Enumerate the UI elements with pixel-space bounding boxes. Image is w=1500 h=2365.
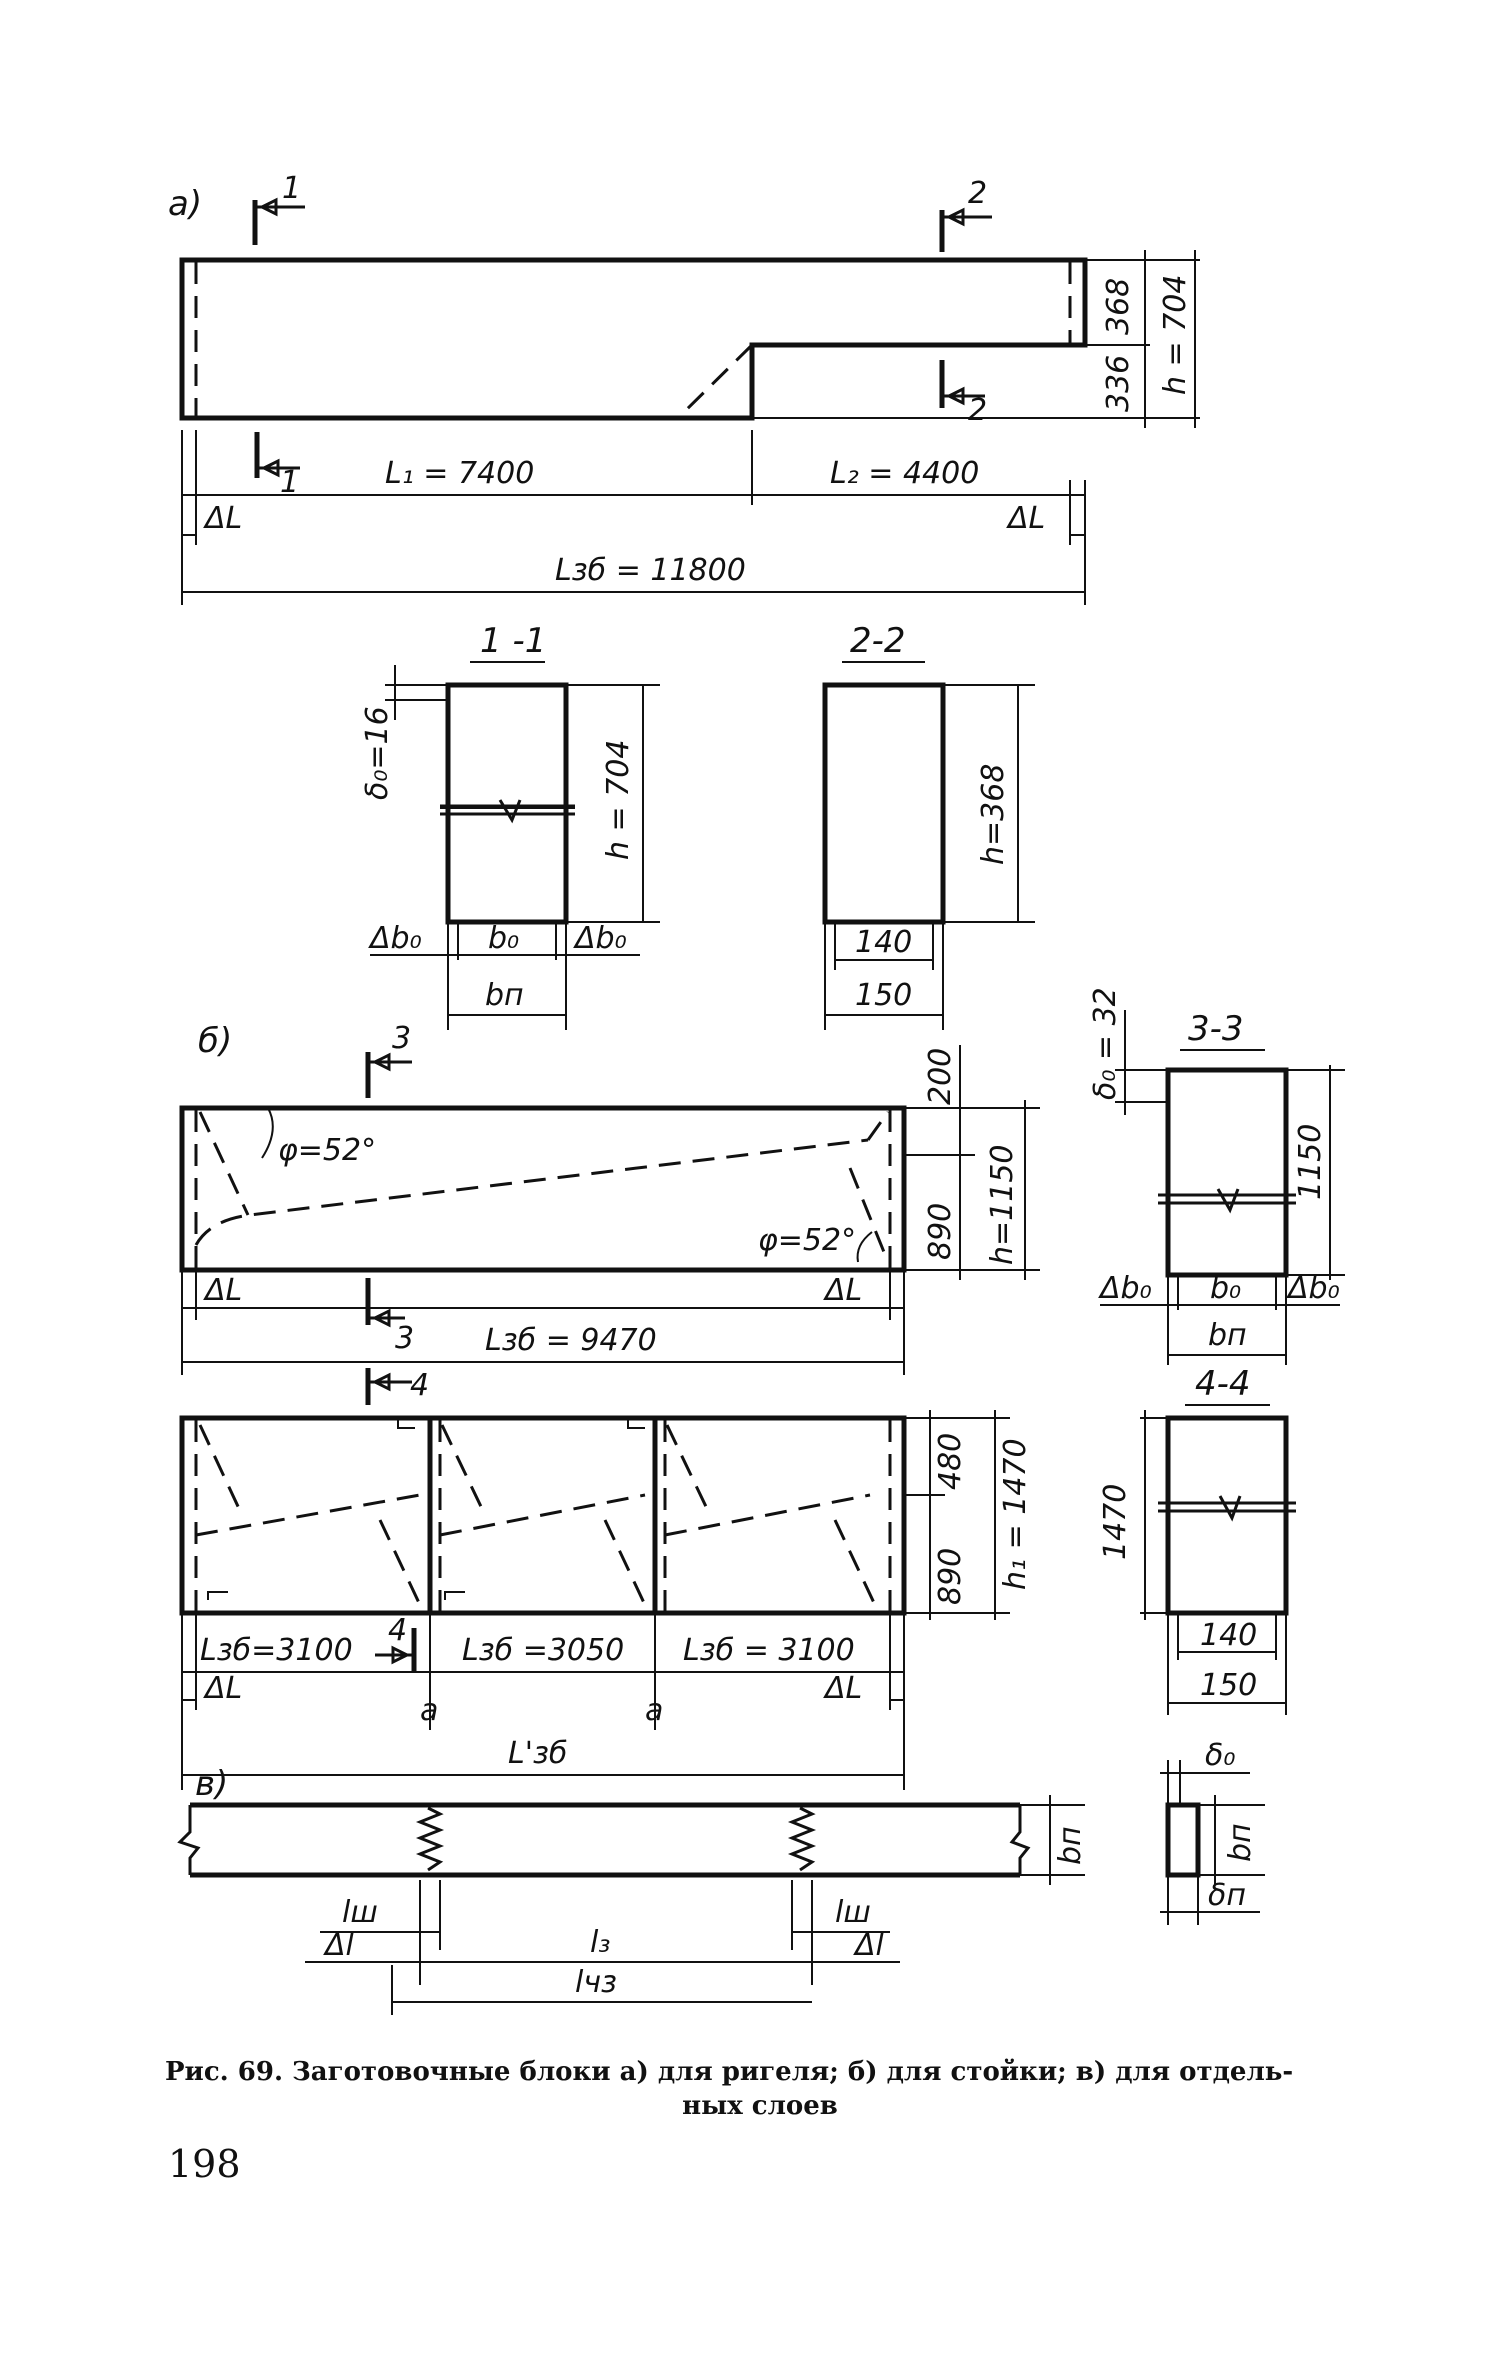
section-2-2-w150: 150	[855, 978, 912, 1013]
section-2-2-title: 2-2	[850, 621, 906, 661]
section-3-3-b0: b₀	[1210, 1271, 1241, 1306]
section-mark-2-top: 2	[968, 176, 987, 211]
panel-v-label: в)	[195, 1764, 228, 1804]
phi-bottom: φ=52°	[758, 1223, 856, 1258]
section-2-2: 2-2 h=368 140 150	[822, 621, 1035, 1030]
panel-b-label: б)	[198, 1021, 232, 1061]
panel-v-bp: bп	[1053, 1826, 1088, 1865]
section-3-3-delta0: δ₀ = 32	[1088, 987, 1123, 1100]
dim-L2: L₂ = 4400	[830, 456, 979, 491]
panel-v-l3: l₃	[590, 1925, 610, 1960]
panel-b-column-blank: б) 3 φ=52° φ=52° 200 890 h=1150 ΔL ΔL	[179, 1021, 1040, 1375]
dim-Lzb-9470: Lзб = 9470	[485, 1323, 657, 1358]
dim-h-1150: h=1150	[985, 1145, 1020, 1266]
section-2-2-w140: 140	[855, 925, 912, 960]
section-2-2-h: h=368	[976, 764, 1011, 865]
section-4-4: 4-4 1470 140 150	[1098, 1364, 1296, 1715]
phi-top: φ=52°	[278, 1133, 376, 1168]
joint-a-right: а	[645, 1693, 663, 1728]
section-3-3-db0-left: Δb₀	[1098, 1271, 1152, 1306]
dim-200: 200	[923, 1048, 958, 1105]
dim-h1-1470: h₁ = 1470	[998, 1438, 1033, 1590]
section-3-3-bp: bп	[1208, 1318, 1247, 1353]
column-outline	[179, 1105, 907, 1273]
section-3-3: 3-3 δ₀ = 32 1150 Δb₀ b₀ Δb₀ bп	[1088, 987, 1345, 1365]
finger-joint-right	[787, 1806, 817, 1872]
dim-Lzb-11800: Lзб = 11800	[555, 553, 746, 588]
section-3-3-wood	[1165, 1067, 1289, 1278]
dim-Lzb-prime: L'зб	[508, 1736, 567, 1771]
section-1-1-db0-left: Δb₀	[368, 921, 422, 956]
section-1-1-db0-right: Δb₀	[573, 921, 627, 956]
panel-a-label: а)	[168, 184, 202, 224]
section-mark-1-bottom: 1	[280, 465, 299, 500]
caption-line-2: ных слоев	[682, 2091, 838, 2121]
seg-Lzb-3100-right: Lзб = 3100	[683, 1633, 855, 1668]
section-4-4-w140: 140	[1200, 1618, 1257, 1653]
section-1-1-b0: b₀	[488, 921, 519, 956]
section-mark-4-top: 4	[410, 1368, 429, 1403]
panel-v-delta0: δ₀	[1205, 1738, 1235, 1773]
section-1-1-bp: bп	[485, 978, 524, 1013]
dim-890-c: 890	[933, 1548, 968, 1605]
section-2-2-wood	[822, 682, 946, 925]
panel-v-lsh-left: lш	[342, 1895, 378, 1930]
dim-deltaL-c-right: ΔL	[823, 1671, 862, 1706]
section-4-4-title: 4-4	[1195, 1364, 1251, 1404]
section-3-3-title: 3-3	[1188, 1009, 1244, 1049]
dim-deltaL-b-right: ΔL	[823, 1273, 862, 1308]
dim-368: 368	[1101, 278, 1136, 335]
dim-480: 480	[933, 1433, 968, 1490]
section-mark-2-bottom: 2	[968, 393, 987, 428]
caption-line-1: Рис. 69. Заготовочные блоки а) для ригел…	[165, 2057, 1294, 2087]
layer-section	[1165, 1802, 1201, 1878]
dim-336: 336	[1101, 355, 1136, 412]
dim-h-704: h = 704	[1158, 275, 1193, 395]
section-1-1-delta0: δ₀=16	[360, 706, 395, 800]
section-3-3-h: 1150	[1293, 1124, 1328, 1200]
dim-deltaL-right: ΔL	[1006, 501, 1045, 536]
section-mark-4-bottom: 4	[388, 1613, 407, 1648]
panel-v-layer-blank: в) bп lш Δl lш Δl l₃ lчз	[177, 1738, 1265, 2015]
section-1-1-wood	[445, 682, 569, 925]
composite-outline	[179, 1415, 907, 1616]
panel-v-lch3: lчз	[575, 1965, 617, 2000]
dim-L1: L₁ = 7400	[385, 456, 534, 491]
section-mark-3-top: 3	[392, 1021, 411, 1056]
dim-deltaL-c-left: ΔL	[203, 1671, 242, 1706]
panel-v-deltap: δп	[1208, 1878, 1246, 1913]
panel-a-beam-blank: а) 1 2 2 1 368 336 h = 704	[168, 171, 1200, 605]
section-3-3-db0-right: Δb₀	[1286, 1271, 1340, 1306]
figure-caption: Рис. 69. Заготовочные блоки а) для ригел…	[165, 2055, 1355, 2123]
finger-joint-left	[415, 1806, 445, 1872]
page-number: 198	[168, 2142, 241, 2186]
section-4-4-w150: 150	[1200, 1668, 1257, 1703]
joint-a-left: а	[420, 1693, 438, 1728]
panel-v-dl-left: Δl	[323, 1928, 355, 1963]
panel-v-lsh-right: lш	[835, 1895, 871, 1930]
section-mark-1-top: 1	[282, 171, 301, 206]
seg-Lzb-3050: Lзб =3050	[462, 1633, 624, 1668]
seg-Lzb-3100-left: Lзб=3100	[200, 1633, 353, 1668]
section-1-1-title: 1 -1	[480, 621, 546, 661]
section-4-4-h: 1470	[1098, 1484, 1133, 1560]
dim-890-b: 890	[923, 1203, 958, 1260]
section-1-1-h: h = 704	[601, 740, 636, 860]
dim-deltaL-b-left: ΔL	[203, 1273, 242, 1308]
panel-v-dl-right: Δl	[853, 1928, 885, 1963]
panel-b-composite-blank: 4 480 890 h₁ = 1470	[179, 1368, 1033, 1790]
section-mark-3-bottom: 3	[395, 1321, 414, 1356]
dim-deltaL-left: ΔL	[203, 501, 242, 536]
panel-v-bp-section: bп	[1223, 1823, 1258, 1862]
section-4-4-wood	[1165, 1415, 1289, 1616]
section-1-1: 1 -1 δ₀=16 h = 704 Δb₀ b₀ Δb₀ bп	[360, 621, 660, 1030]
